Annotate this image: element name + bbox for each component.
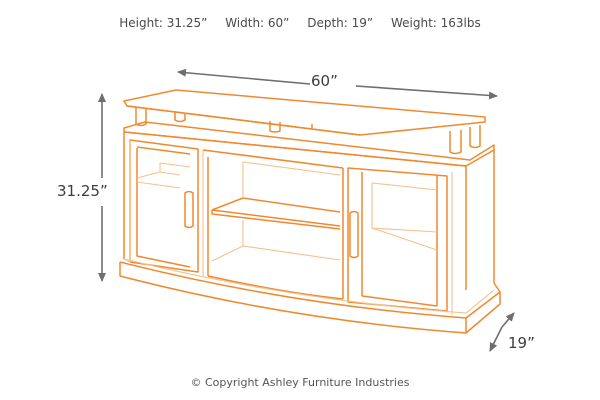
depth-label: 19”: [508, 334, 535, 352]
spec-bar: Height: 31.25” Width: 60” Depth: 19” Wei…: [0, 16, 600, 30]
copyright-notice: © Copyright Ashley Furniture Industries: [190, 376, 410, 389]
tv-stand-drawing: [119, 89, 501, 334]
depth-arrow-icon: [489, 312, 515, 352]
spec-depth: Depth: 19”: [307, 16, 374, 30]
spec-height: Height: 31.25”: [119, 16, 208, 30]
tv-stand-interior-lines: [123, 140, 495, 315]
spec-width: Width: 60”: [225, 16, 290, 30]
width-arrow-icon: [177, 68, 498, 100]
height-label: 31.25”: [57, 182, 108, 200]
width-label: 60”: [311, 72, 338, 90]
spec-weight: Weight: 163lbs: [390, 16, 481, 30]
